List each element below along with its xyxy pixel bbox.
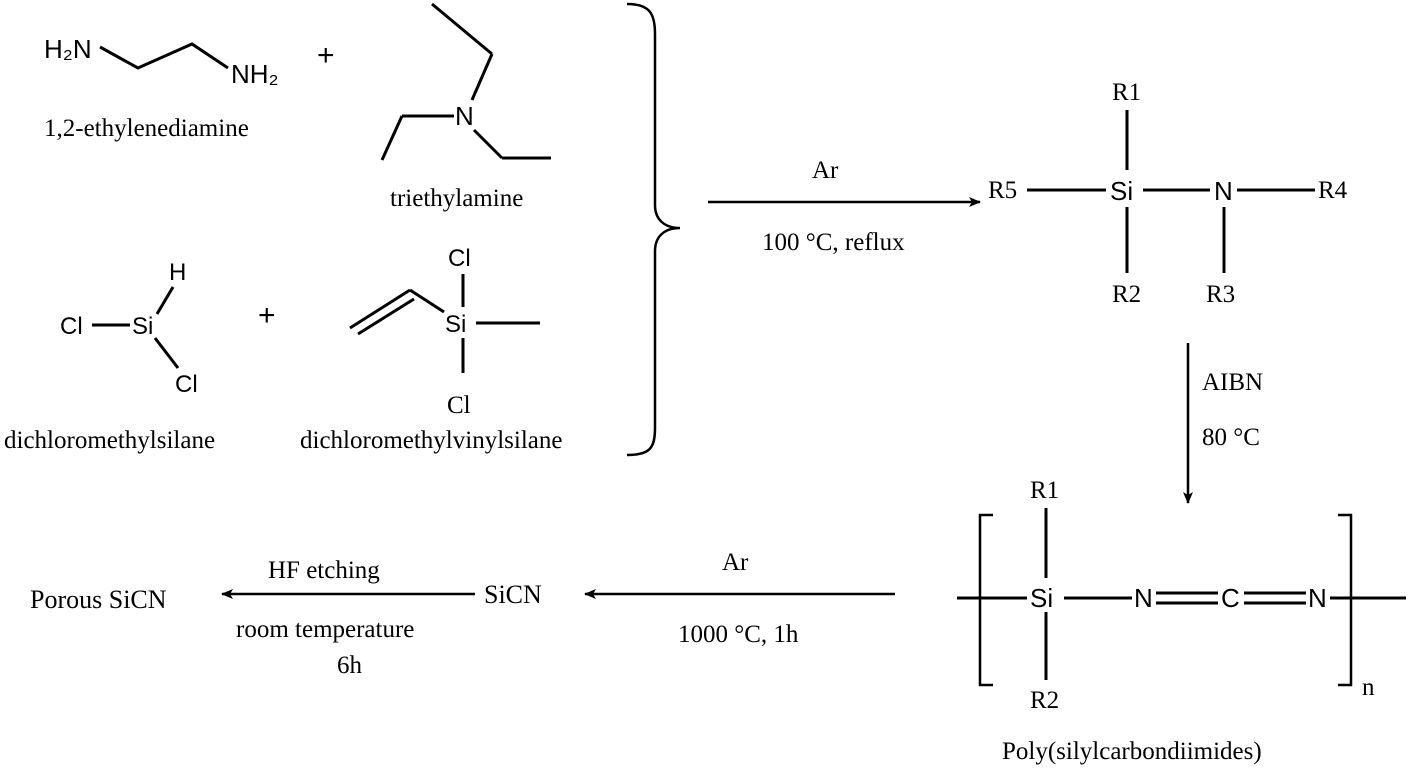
dichloromethylvinylsilane-label: dichloromethylvinylsilane	[300, 427, 562, 454]
polymer-n2: N	[1308, 583, 1327, 613]
vinylsilane-cl-bottom: Cl	[447, 392, 471, 419]
vinyl-bond	[409, 288, 445, 314]
step2-condition-line1: AIBN	[1202, 369, 1263, 396]
vinyl-double-bond	[349, 288, 411, 330]
ethylenediamine-bonds	[99, 42, 229, 70]
triethylamine-bond	[431, 2, 493, 56]
triethylamine-nitrogen: N	[455, 101, 474, 131]
dichloromethylsilane-cl-right: Cl	[175, 371, 198, 398]
step1-condition-below: 100 °C, reflux	[762, 229, 905, 256]
triethylamine-bond	[380, 115, 404, 161]
dichloromethylsilane-si: Si	[132, 313, 153, 340]
step2-arrow-group: AIBN 80 °C	[1183, 343, 1263, 504]
polymer-left-bracket	[978, 513, 993, 687]
dichloromethylsilane-h: H	[169, 259, 186, 286]
porous-sicn-product: Porous SiCN	[30, 585, 167, 614]
triethylamine-label: triethylamine	[390, 185, 523, 212]
intermediate-r5: R5	[988, 177, 1017, 204]
dichloromethylvinylsilane-structure: Cl Si Cl dichloromethylvinylsilane	[300, 245, 562, 454]
triethylamine-bond	[472, 128, 504, 160]
ethylenediamine-structure: H₂N NH₂ 1,2-ethylenediamine	[44, 34, 279, 142]
polymer-n1: N	[1134, 583, 1153, 613]
intermediate-n: N	[1214, 176, 1233, 206]
sicn-product: SiCN	[484, 580, 542, 609]
polymer-structure: Si R1 R2 N C N n Poly(silylcarbondiimide…	[957, 477, 1406, 765]
polymer-label: Poly(silylcarbondiimides)	[1002, 738, 1262, 765]
reactants-brace	[626, 2, 681, 457]
step3-condition-above: Ar	[722, 549, 749, 576]
step4-condition-below2: 6h	[337, 652, 363, 679]
step4-condition-above: HF etching	[268, 557, 380, 584]
intermediate-r2: R2	[1112, 281, 1141, 308]
plus-sign-bottom: +	[258, 299, 276, 332]
dichloromethylsilane-bond	[155, 286, 175, 315]
polymer-c: C	[1221, 583, 1240, 613]
polymer-subscript: n	[1362, 674, 1375, 701]
polymer-r1: R1	[1030, 477, 1059, 504]
dichloromethylsilane-bond	[153, 337, 180, 369]
intermediate-si: Si	[1110, 176, 1133, 206]
vinylsilane-cl-top: Cl	[448, 245, 471, 272]
triethylamine-structure: N triethylamine	[380, 2, 551, 212]
dichloromethylsilane-label: dichloromethylsilane	[4, 427, 215, 454]
plus-sign-top: +	[317, 39, 335, 72]
intermediate-r3: R3	[1206, 281, 1235, 308]
intermediate-r1: R1	[1112, 79, 1141, 106]
polymer-r2: R2	[1030, 687, 1059, 714]
dichloromethylsilane-cl-left: Cl	[60, 313, 83, 340]
ethylenediamine-label: 1,2-ethylenediamine	[44, 115, 249, 142]
step2-condition-line2: 80 °C	[1202, 424, 1260, 451]
step1-arrow-group: Ar 100 °C, reflux	[708, 157, 981, 256]
step4-arrow-group: HF etching room temperature 6h	[221, 557, 475, 679]
polymer-right-bracket	[1338, 513, 1353, 687]
step3-condition-below: 1000 °C, 1h	[678, 621, 799, 648]
intermediate-structure: R1 R5 Si N R4 R2 R3	[988, 79, 1348, 308]
triethylamine-bond	[470, 53, 494, 101]
step3-arrow-group: Ar 1000 °C, 1h	[584, 549, 895, 648]
step4-condition-below1: room temperature	[236, 616, 414, 643]
ethylenediamine-right-group: NH₂	[231, 59, 279, 89]
intermediate-r4: R4	[1318, 177, 1348, 204]
vinylsilane-si: Si	[445, 311, 466, 338]
polymer-si: Si	[1030, 583, 1053, 613]
dichloromethylsilane-structure: H Si Cl Cl dichloromethylsilane	[4, 259, 215, 454]
ethylenediamine-left-group: H₂N	[44, 34, 92, 64]
step1-condition-above: Ar	[812, 157, 839, 184]
vinyl-double-bond	[357, 297, 415, 336]
